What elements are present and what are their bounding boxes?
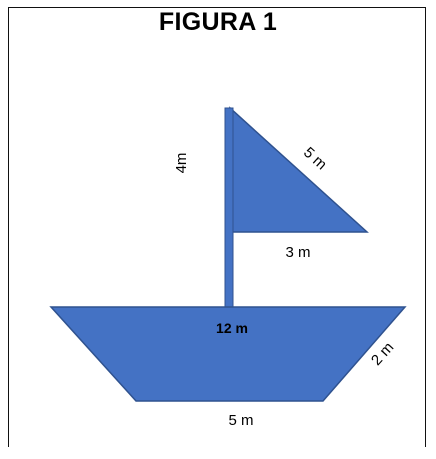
mast-height-label: 4m — [173, 153, 190, 174]
hull-bottom-label: 5 m — [228, 412, 253, 429]
hull-trapezoid — [49, 306, 407, 402]
mast — [224, 107, 234, 309]
sail-base-label: 3 m — [285, 244, 310, 261]
sail-hypotenuse-label: 5 m — [300, 144, 330, 173]
figure-title: FIGURA 1 — [158, 8, 278, 36]
sail-triangle — [229, 106, 369, 233]
figure-frame — [8, 7, 426, 447]
hull-top-label: 12 m — [216, 320, 248, 336]
